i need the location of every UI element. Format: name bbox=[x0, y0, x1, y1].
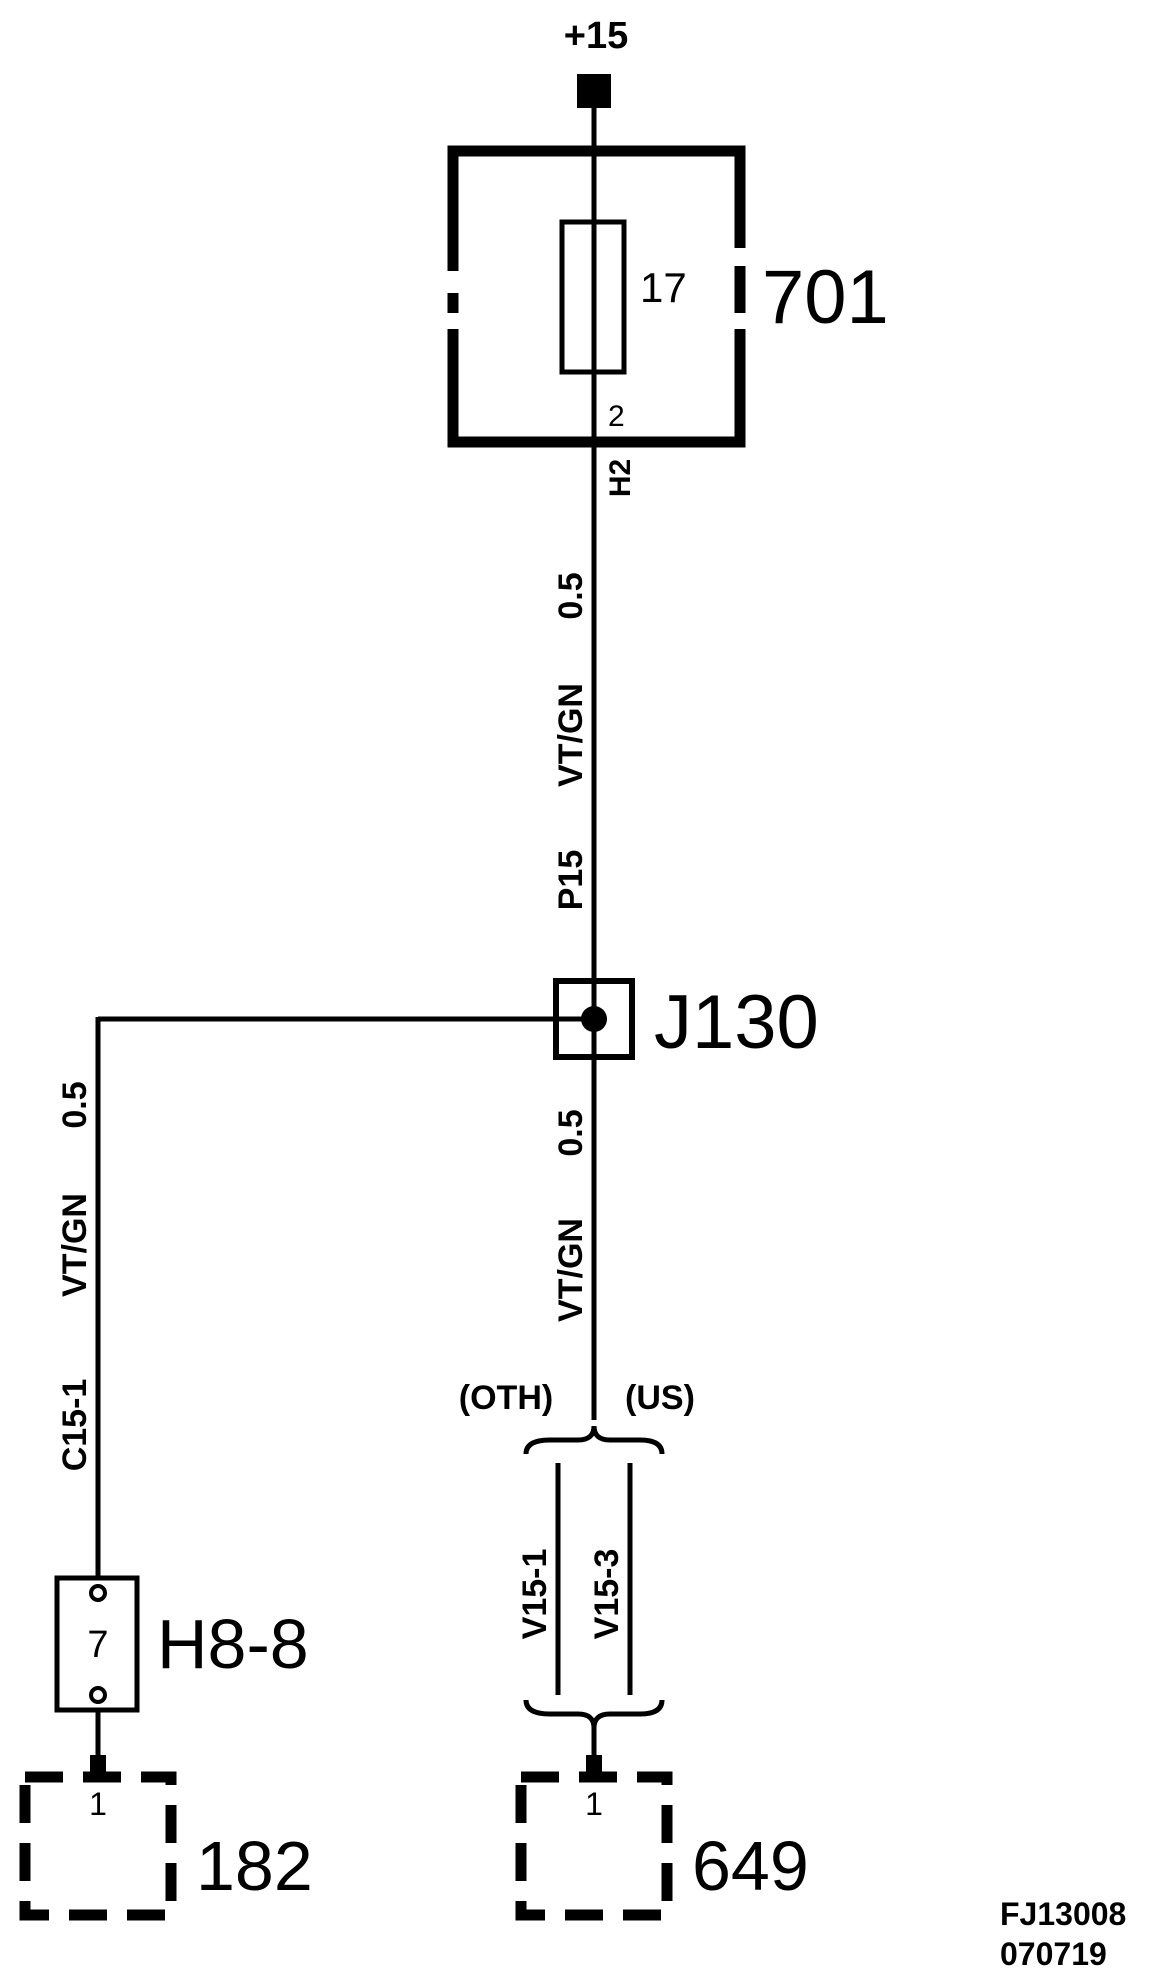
power-terminal bbox=[577, 74, 611, 108]
splice-id: J130 bbox=[654, 980, 819, 1065]
variant-us-circuit: V15-3 bbox=[588, 1549, 626, 1640]
figure-date: 070719 bbox=[1000, 1936, 1107, 1972]
wire-top-size: 0.5 bbox=[552, 572, 590, 619]
wire-top-circuit: P15 bbox=[552, 850, 590, 911]
variant-us-label: (US) bbox=[625, 1379, 695, 1417]
wire-left-color: VT/GN bbox=[56, 1193, 94, 1297]
component-649-pin: 1 bbox=[585, 1786, 603, 1822]
variant-oth-circuit: V15-1 bbox=[516, 1549, 554, 1640]
component-182 bbox=[19, 1771, 177, 1921]
connector-h8-pin: 7 bbox=[87, 1624, 108, 1666]
figure-code: FJ13008 bbox=[1000, 1896, 1126, 1932]
variant-oth-label: (OTH) bbox=[459, 1379, 553, 1417]
wire-right-color: VT/GN bbox=[552, 1218, 590, 1322]
component-182-pin: 1 bbox=[89, 1786, 107, 1822]
power-label: +15 bbox=[564, 15, 628, 57]
fuse-box-701 bbox=[447, 145, 746, 448]
fuse-number: 17 bbox=[640, 264, 687, 311]
connector-h8-id: H8-8 bbox=[157, 1605, 309, 1683]
splice-dot bbox=[581, 1006, 607, 1032]
component-649-id: 649 bbox=[692, 1827, 809, 1905]
fuse-box-id: 701 bbox=[762, 255, 889, 340]
component-182-id: 182 bbox=[196, 1827, 313, 1905]
wire-left-circuit: C15-1 bbox=[56, 1379, 94, 1472]
wire-left-size: 0.5 bbox=[56, 1081, 94, 1128]
variant-brace-bottom bbox=[523, 1699, 665, 1729]
variant-brace-top bbox=[523, 1425, 665, 1455]
fuse-pin: 2 bbox=[608, 400, 625, 433]
wire-top-color: VT/GN bbox=[552, 683, 590, 787]
connector-h2-label: H2 bbox=[604, 459, 637, 497]
component-649 bbox=[515, 1771, 673, 1921]
wire-right-size: 0.5 bbox=[552, 1109, 590, 1156]
